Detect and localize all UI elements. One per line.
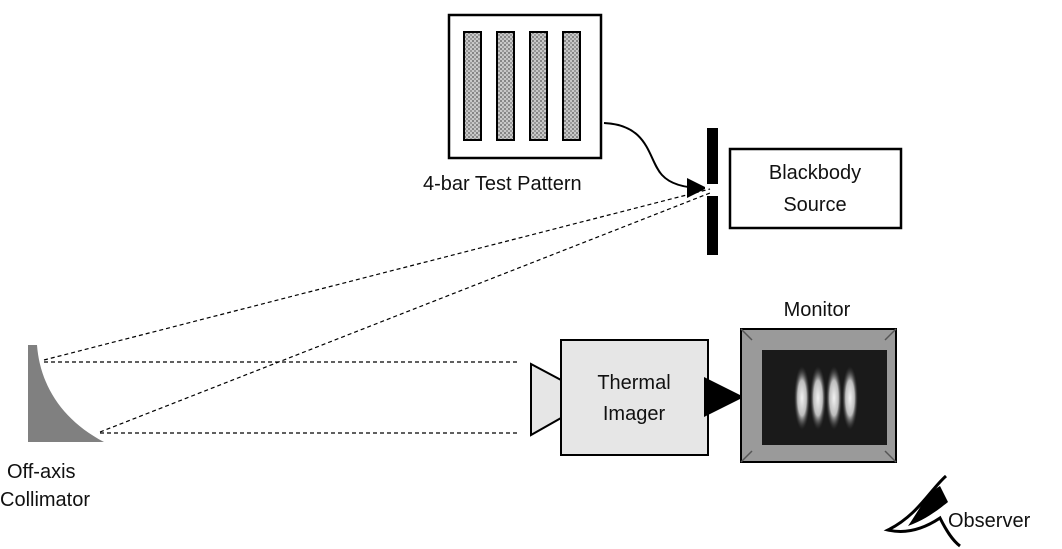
monitor-bar [842,366,858,430]
optical-rays [43,188,711,434]
insert-pattern-arrow [603,122,707,198]
collimator-label-line1: Off-axis [7,461,76,483]
pattern-bar [463,31,482,141]
pattern-bar [496,31,515,141]
pattern-bar [529,31,548,141]
thermal-imager-label-line1: Thermal [597,372,670,394]
monitor-label: Monitor [784,299,851,321]
thermal-imager-label-line2: Imager [603,403,666,425]
ray-upper [43,188,711,361]
blackbody-label-line2: Source [783,194,846,216]
monitor-bar [794,366,810,430]
test-pattern [447,13,603,160]
monitor [740,328,897,463]
thermal-imager [560,339,709,456]
monitor-bar [826,366,842,430]
imager-lens [530,362,562,437]
test-pattern-bars [463,31,581,141]
eye-icon [883,474,961,548]
monitor-bar [810,366,826,430]
monitor-bar-image [794,366,858,430]
observer-label: Observer [948,510,1031,532]
off-axis-collimator [28,345,104,442]
pattern-bar [562,31,581,141]
blackbody-label-line1: Blackbody [769,162,861,184]
test-pattern-label: 4-bar Test Pattern [423,173,582,195]
blackbody-source [728,147,903,230]
collimator-label-line2: Collimator [0,489,90,511]
